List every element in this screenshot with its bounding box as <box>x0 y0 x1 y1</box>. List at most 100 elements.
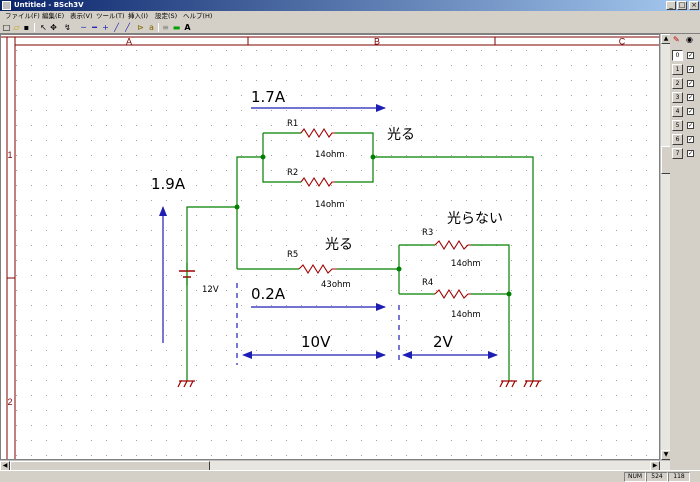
layer-4-visible-checkbox[interactable]: ✓ <box>687 108 694 115</box>
label-unlit: 光らない <box>447 211 503 227</box>
menu-file[interactable]: ファイル(F) <box>5 12 40 20</box>
status-num-lock: NUM <box>624 472 646 482</box>
dash-line-tool-icon[interactable]: ╱ <box>125 23 130 32</box>
drag-tool-icon[interactable]: ✥ <box>50 23 57 32</box>
junction-tool-icon[interactable]: + <box>102 23 109 32</box>
new-file-icon[interactable]: □ <box>2 23 11 32</box>
text-tool-icon[interactable]: A <box>184 23 191 32</box>
vertical-scrollbar[interactable]: ▲ ▼ <box>660 34 671 460</box>
junction-dots <box>234 154 512 297</box>
layer-7-visible-checkbox[interactable]: ✓ <box>687 150 694 157</box>
label-current-0-2a: 0.2A <box>251 285 286 303</box>
status-cursor-x: 524 <box>646 472 668 482</box>
menu-edit[interactable]: 編集(E) <box>42 12 65 20</box>
label-lit-r1: 光る <box>387 127 415 143</box>
layer-7-button[interactable]: 7 <box>672 148 683 159</box>
layer-row-0: 0 ✓ <box>672 50 700 64</box>
bus-tool-icon[interactable]: ━ <box>92 23 97 32</box>
value-r4: 14ohm <box>451 310 481 320</box>
entry-tool-icon[interactable]: ╱ <box>114 23 119 32</box>
frame-col-b: B <box>374 37 380 47</box>
battery-12v[interactable] <box>179 263 195 285</box>
layer-5-button[interactable]: 5 <box>672 120 683 131</box>
horizontal-scrollbar[interactable]: ◀ ▶ <box>0 460 670 471</box>
title-bar: Untitled - BSch3V _ □ × <box>0 0 700 11</box>
layer-5-visible-checkbox[interactable]: ✓ <box>687 122 694 129</box>
layer-row-4: 4 ✓ <box>672 106 700 120</box>
resistor-r5[interactable] <box>298 263 337 275</box>
ref-r5: R5 <box>287 250 298 260</box>
label-current-1-7a: 1.7A <box>251 88 286 106</box>
value-r5: 43ohm <box>321 280 351 290</box>
ref-r1: R1 <box>287 119 298 129</box>
marker-tool-icon[interactable]: ▬ <box>172 23 181 32</box>
layer-row-2: 2 ✓ <box>672 78 700 92</box>
resistor-r4[interactable] <box>434 288 471 300</box>
layer-2-button[interactable]: 2 <box>672 78 683 89</box>
frame-col-c: C <box>619 37 626 47</box>
toolbar: □ ▱ ▪ ↖ ✥ ↯ ─ ━ + ╱ ╱ ⊳ a ≡ ▬ A <box>0 22 700 34</box>
value-r1: 14ohm <box>315 150 345 160</box>
edit-layer-pen-icon: ✎ <box>673 35 680 44</box>
status-cursor-y: 118 <box>668 472 690 482</box>
frame-row-1: 1 <box>7 150 12 160</box>
close-button[interactable]: × <box>689 1 699 10</box>
layer-3-button[interactable]: 3 <box>672 92 683 103</box>
value-r2: 14ohm <box>315 200 345 210</box>
label-tool-icon[interactable]: a <box>149 23 154 32</box>
frame-col-a: A <box>126 37 132 47</box>
ground-symbols <box>177 380 541 388</box>
toolbar-separator <box>34 23 35 32</box>
layer-row-3: 3 ✓ <box>672 92 700 106</box>
layer-6-button[interactable]: 6 <box>672 134 683 145</box>
menu-tools[interactable]: ツール(T) <box>96 12 125 20</box>
menu-settings[interactable]: 設定(S) <box>155 12 178 20</box>
ref-r2: R2 <box>287 168 298 178</box>
resistors <box>298 127 471 300</box>
frame-row-2: 2 <box>7 397 12 407</box>
minimize-button[interactable]: _ <box>666 1 676 10</box>
wire-tool-icon[interactable]: ─ <box>81 23 86 32</box>
resistor-r1[interactable] <box>300 127 335 139</box>
resistor-r3[interactable] <box>434 239 471 251</box>
ref-r3: R3 <box>422 228 433 238</box>
menu-view[interactable]: 表示(V) <box>70 12 93 20</box>
maximize-button[interactable]: □ <box>677 1 687 10</box>
label-voltage-2v: 2V <box>433 333 454 351</box>
window-title: Untitled - BSch3V <box>14 1 84 9</box>
status-message-area <box>0 472 620 482</box>
layer-row-6: 6 ✓ <box>672 134 700 148</box>
resistor-r2[interactable] <box>300 176 335 188</box>
visible-layer-eye-icon: ◉ <box>686 35 693 44</box>
open-folder-icon[interactable]: ▱ <box>13 23 20 32</box>
layer-4-button[interactable]: 4 <box>672 106 683 117</box>
tag-tool-icon[interactable]: ⊳ <box>137 23 144 32</box>
dot-grid <box>15 45 659 459</box>
layer-row-1: 1 ✓ <box>672 64 700 78</box>
select-tool-icon[interactable]: ↖ <box>40 23 47 32</box>
part-tool-icon[interactable]: ↯ <box>64 23 71 32</box>
label-battery-12v: 12V <box>202 285 219 295</box>
layer-row-5: 5 ✓ <box>672 120 700 134</box>
menu-help[interactable]: ヘルプ(H) <box>183 12 213 20</box>
value-r3: 14ohm <box>451 259 481 269</box>
annotation-arrows <box>159 104 498 365</box>
comment-tool-icon[interactable]: ≡ <box>162 23 169 32</box>
ref-r4: R4 <box>422 278 433 288</box>
layer-3-visible-checkbox[interactable]: ✓ <box>687 94 694 101</box>
label-current-1-9a: 1.9A <box>151 175 186 193</box>
save-icon[interactable]: ▪ <box>23 23 30 32</box>
status-bar: NUM 524 118 <box>0 470 700 482</box>
layer-2-visible-checkbox[interactable]: ✓ <box>687 80 694 87</box>
layer-1-button[interactable]: 1 <box>672 64 683 75</box>
menu-insert[interactable]: 挿入(I) <box>128 12 148 20</box>
layer-1-visible-checkbox[interactable]: ✓ <box>687 66 694 73</box>
layer-row-7: 7 ✓ <box>672 148 700 162</box>
toolbar-separator <box>158 23 159 32</box>
layer-6-visible-checkbox[interactable]: ✓ <box>687 136 694 143</box>
schematic-canvas[interactable]: A B C 1 2 <box>0 34 660 460</box>
app-icon[interactable] <box>2 1 11 10</box>
layer-0-visible-checkbox[interactable]: ✓ <box>687 52 694 59</box>
layer-0-button[interactable]: 0 <box>672 50 683 61</box>
